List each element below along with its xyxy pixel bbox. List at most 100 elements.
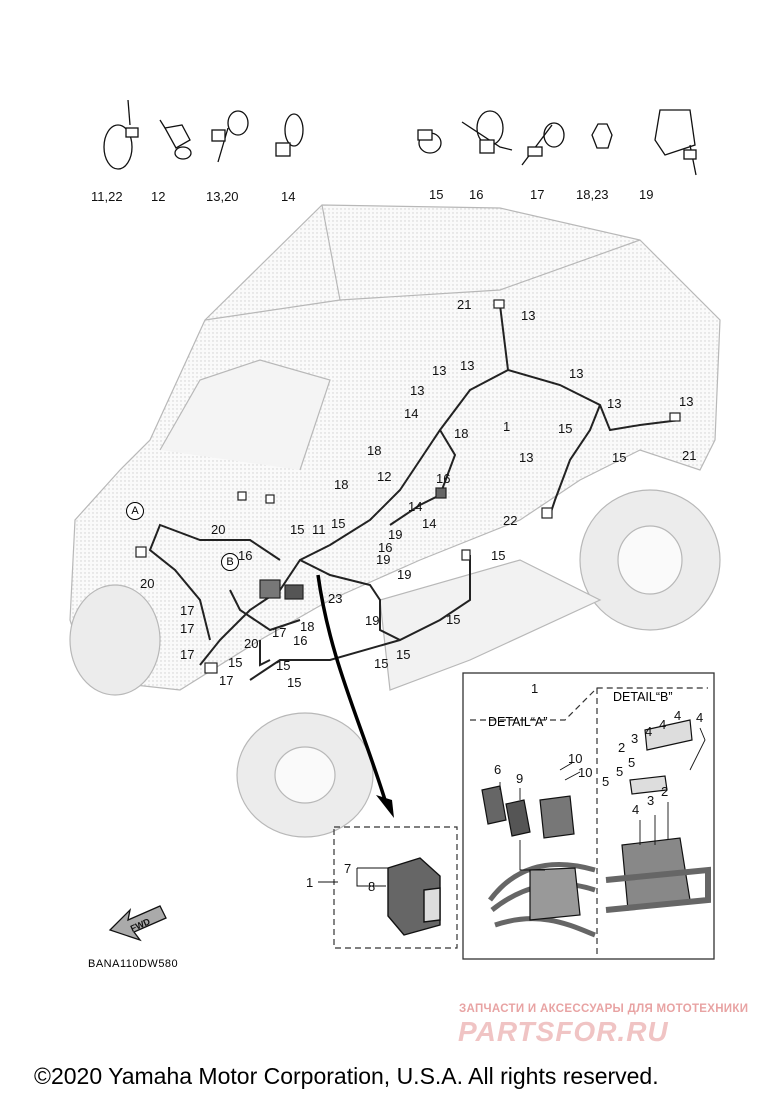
callout: 11	[312, 522, 326, 537]
detail-part-label: 6	[494, 762, 502, 777]
holder-clip-icon	[591, 123, 613, 149]
callout: 21	[457, 297, 472, 312]
callout: 15	[331, 516, 346, 531]
callout: 20	[140, 576, 155, 591]
callout: 15	[446, 612, 461, 627]
inset-box	[333, 826, 458, 949]
clamp-label: 13,20	[206, 189, 239, 204]
clamp-label: 11,22	[91, 189, 123, 204]
callout: 13	[521, 308, 536, 323]
inset-sub-label: 7	[344, 861, 352, 876]
clamp-label: 14	[281, 189, 296, 204]
detail-a-marker: A	[126, 502, 144, 520]
callout: 17	[180, 647, 195, 662]
callout: 16	[378, 540, 393, 555]
detail-panel-part: 1	[531, 681, 539, 696]
clamp-label: 12	[151, 189, 166, 204]
callout: 14	[408, 499, 423, 514]
wiring-harness	[148, 304, 681, 681]
callout: 19	[397, 567, 412, 582]
callout: 19	[388, 527, 403, 542]
fuse-box-a-icon	[481, 785, 596, 938]
detail-part-label: 4	[645, 724, 653, 739]
callout: 13	[519, 450, 534, 465]
detail-part-label: 5	[628, 755, 636, 770]
detail-a-title: DETAIL“A”	[488, 715, 548, 729]
detail-part-label: 3	[631, 731, 639, 746]
clamp-label: 19	[639, 187, 654, 202]
detail-part-label: 4	[696, 710, 704, 725]
detail-panel-box	[462, 672, 715, 960]
inset-pointer	[316, 574, 387, 801]
detail-part-label: 4	[659, 717, 667, 732]
clamp-label: 18,23	[576, 187, 609, 202]
detail-part-label: 4	[632, 802, 640, 817]
callout: 18	[454, 426, 469, 441]
detail-b-title: DETAIL“B”	[613, 690, 673, 704]
callout: 18	[334, 477, 349, 492]
callout: 13	[607, 396, 622, 411]
cable-tie-icon	[103, 99, 139, 170]
callout: 15	[491, 548, 506, 563]
fuse-box-b-icon	[605, 719, 711, 913]
band-clip-icon	[275, 113, 304, 157]
detail-part-label: 10	[578, 765, 593, 780]
callout: 17	[272, 625, 287, 640]
drawing-code: BANA110DW580	[88, 958, 179, 970]
detail-part-label: 9	[516, 771, 524, 786]
callout: 15	[374, 656, 389, 671]
cable-clip-icon	[417, 129, 442, 154]
callout: 15	[558, 421, 573, 436]
callout: 15	[276, 658, 291, 673]
callout: 15	[228, 655, 243, 670]
edge-clip-icon	[159, 119, 192, 160]
callout: 19	[376, 552, 391, 567]
callout: 16	[436, 471, 451, 486]
inset-pointer-arrowhead	[376, 795, 394, 818]
callout: 17	[219, 673, 234, 688]
detail-leaders	[499, 727, 706, 871]
callout: 15	[290, 522, 305, 537]
relay-module-icon	[387, 857, 441, 936]
callout: 13	[569, 366, 584, 381]
callout: 17	[180, 621, 195, 636]
callout: 17	[180, 603, 195, 618]
callout: 13	[410, 383, 425, 398]
callout: 13	[460, 358, 475, 373]
detail-part-label: 2	[618, 740, 626, 755]
cable-tie-icon	[521, 122, 565, 166]
watermark-logo: PARTSFOR.RU	[458, 1016, 669, 1047]
callout: 20	[244, 636, 259, 651]
clamp-label: 16	[469, 187, 484, 202]
callout: 20	[211, 522, 226, 537]
callout: 18	[300, 619, 315, 634]
clamp-label: 17	[530, 187, 545, 202]
callout: 13	[679, 394, 694, 409]
band-clamp-icon	[461, 110, 513, 154]
fwd-arrow-icon	[108, 905, 167, 942]
detail-panel-divider	[470, 687, 708, 721]
inset-leaders	[318, 867, 388, 887]
harness-connectors	[135, 299, 681, 674]
detail-part-label: 10	[568, 751, 583, 766]
callout: 19	[365, 613, 380, 628]
detail-part-label: 5	[602, 774, 610, 789]
callout: 16	[293, 633, 308, 648]
detail-part-label: 4	[674, 708, 682, 723]
band-clamp-icon	[211, 110, 249, 163]
detail-b-marker: B	[221, 553, 239, 571]
inset-part-label: 1	[306, 875, 314, 890]
callout: 23	[328, 591, 343, 606]
callout: 1	[503, 419, 511, 434]
callout: 15	[612, 450, 627, 465]
callout: 15	[396, 647, 411, 662]
detail-part-label: 3	[647, 793, 655, 808]
callout: 14	[404, 406, 419, 421]
callout: 12	[377, 469, 392, 484]
watermark-tagline: ЗАПЧАСТИ И АКСЕССУАРЫ ДЛЯ МОТОТЕХНИКИ	[459, 1003, 749, 1015]
callout: 16	[238, 548, 253, 563]
callout: 21	[682, 448, 697, 463]
detail-part-label: 5	[616, 764, 624, 779]
callout: 14	[422, 516, 437, 531]
callout: 18	[367, 443, 382, 458]
